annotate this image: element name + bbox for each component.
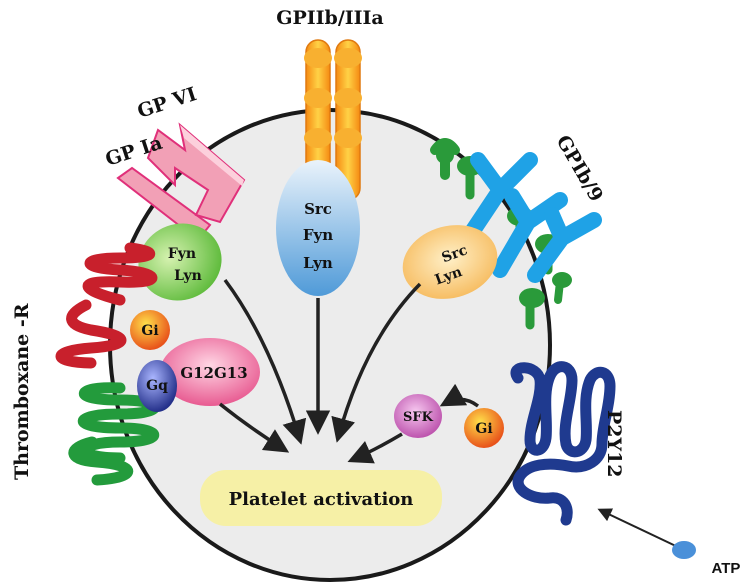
sfk-label: SFK: [403, 410, 434, 425]
arrow-gi-to-sfk: [439, 383, 480, 408]
gp-vi-receptor: [146, 122, 246, 224]
gpib-9-receptor: [430, 138, 602, 330]
gp-vi-label: GP VI: [135, 83, 200, 123]
arrow-src-lyn: [331, 282, 422, 443]
g12g13-label: G12G13: [180, 364, 247, 382]
gi-right-label: Gi: [475, 421, 492, 437]
src-label-1: Src: [304, 200, 332, 218]
gp-ia-receptor: [116, 166, 212, 242]
platelet-activation-label: Platelet activation: [229, 489, 414, 510]
gq-protein: [137, 360, 177, 412]
gi-left-protein: [130, 310, 170, 350]
gi-left-label: Gi: [141, 323, 158, 339]
gpiib-iiia-receptor: [304, 39, 362, 201]
arrow-sfk: [347, 432, 403, 464]
src-fyn-lyn-kinase: [276, 160, 360, 296]
src-lyn-kinase: [402, 225, 498, 299]
arrow-g12g13: [218, 402, 290, 453]
fyn-lyn-kinase: [138, 223, 222, 301]
fyn-label-2: Fyn: [168, 246, 196, 262]
thromboxane-receptor: [55, 242, 161, 486]
arrow-atp: [597, 508, 681, 549]
thromboxane-r-label: Thromboxane -R: [11, 303, 33, 480]
p2y12-receptor: [510, 361, 616, 526]
signaling-arrows: [218, 278, 681, 549]
fyn-label-1: Fyn: [303, 226, 333, 244]
g12g13-protein: [160, 338, 260, 406]
p2y12-label: P2Y12: [603, 410, 625, 478]
gq-label: Gq: [146, 378, 168, 394]
sfk-kinase: [394, 394, 442, 438]
arrow-fyn-lyn: [223, 278, 307, 445]
gi-right-protein: [464, 408, 504, 448]
lyn-label-1: Lyn: [303, 254, 333, 272]
lyn-label-2: Lyn: [174, 268, 202, 284]
gpiib-iiia-label: GPIIb/IIIa: [276, 7, 384, 29]
atp-molecule: [672, 541, 696, 559]
platelet-activation-box: [200, 470, 442, 526]
atp-label: ATP: [712, 560, 741, 577]
